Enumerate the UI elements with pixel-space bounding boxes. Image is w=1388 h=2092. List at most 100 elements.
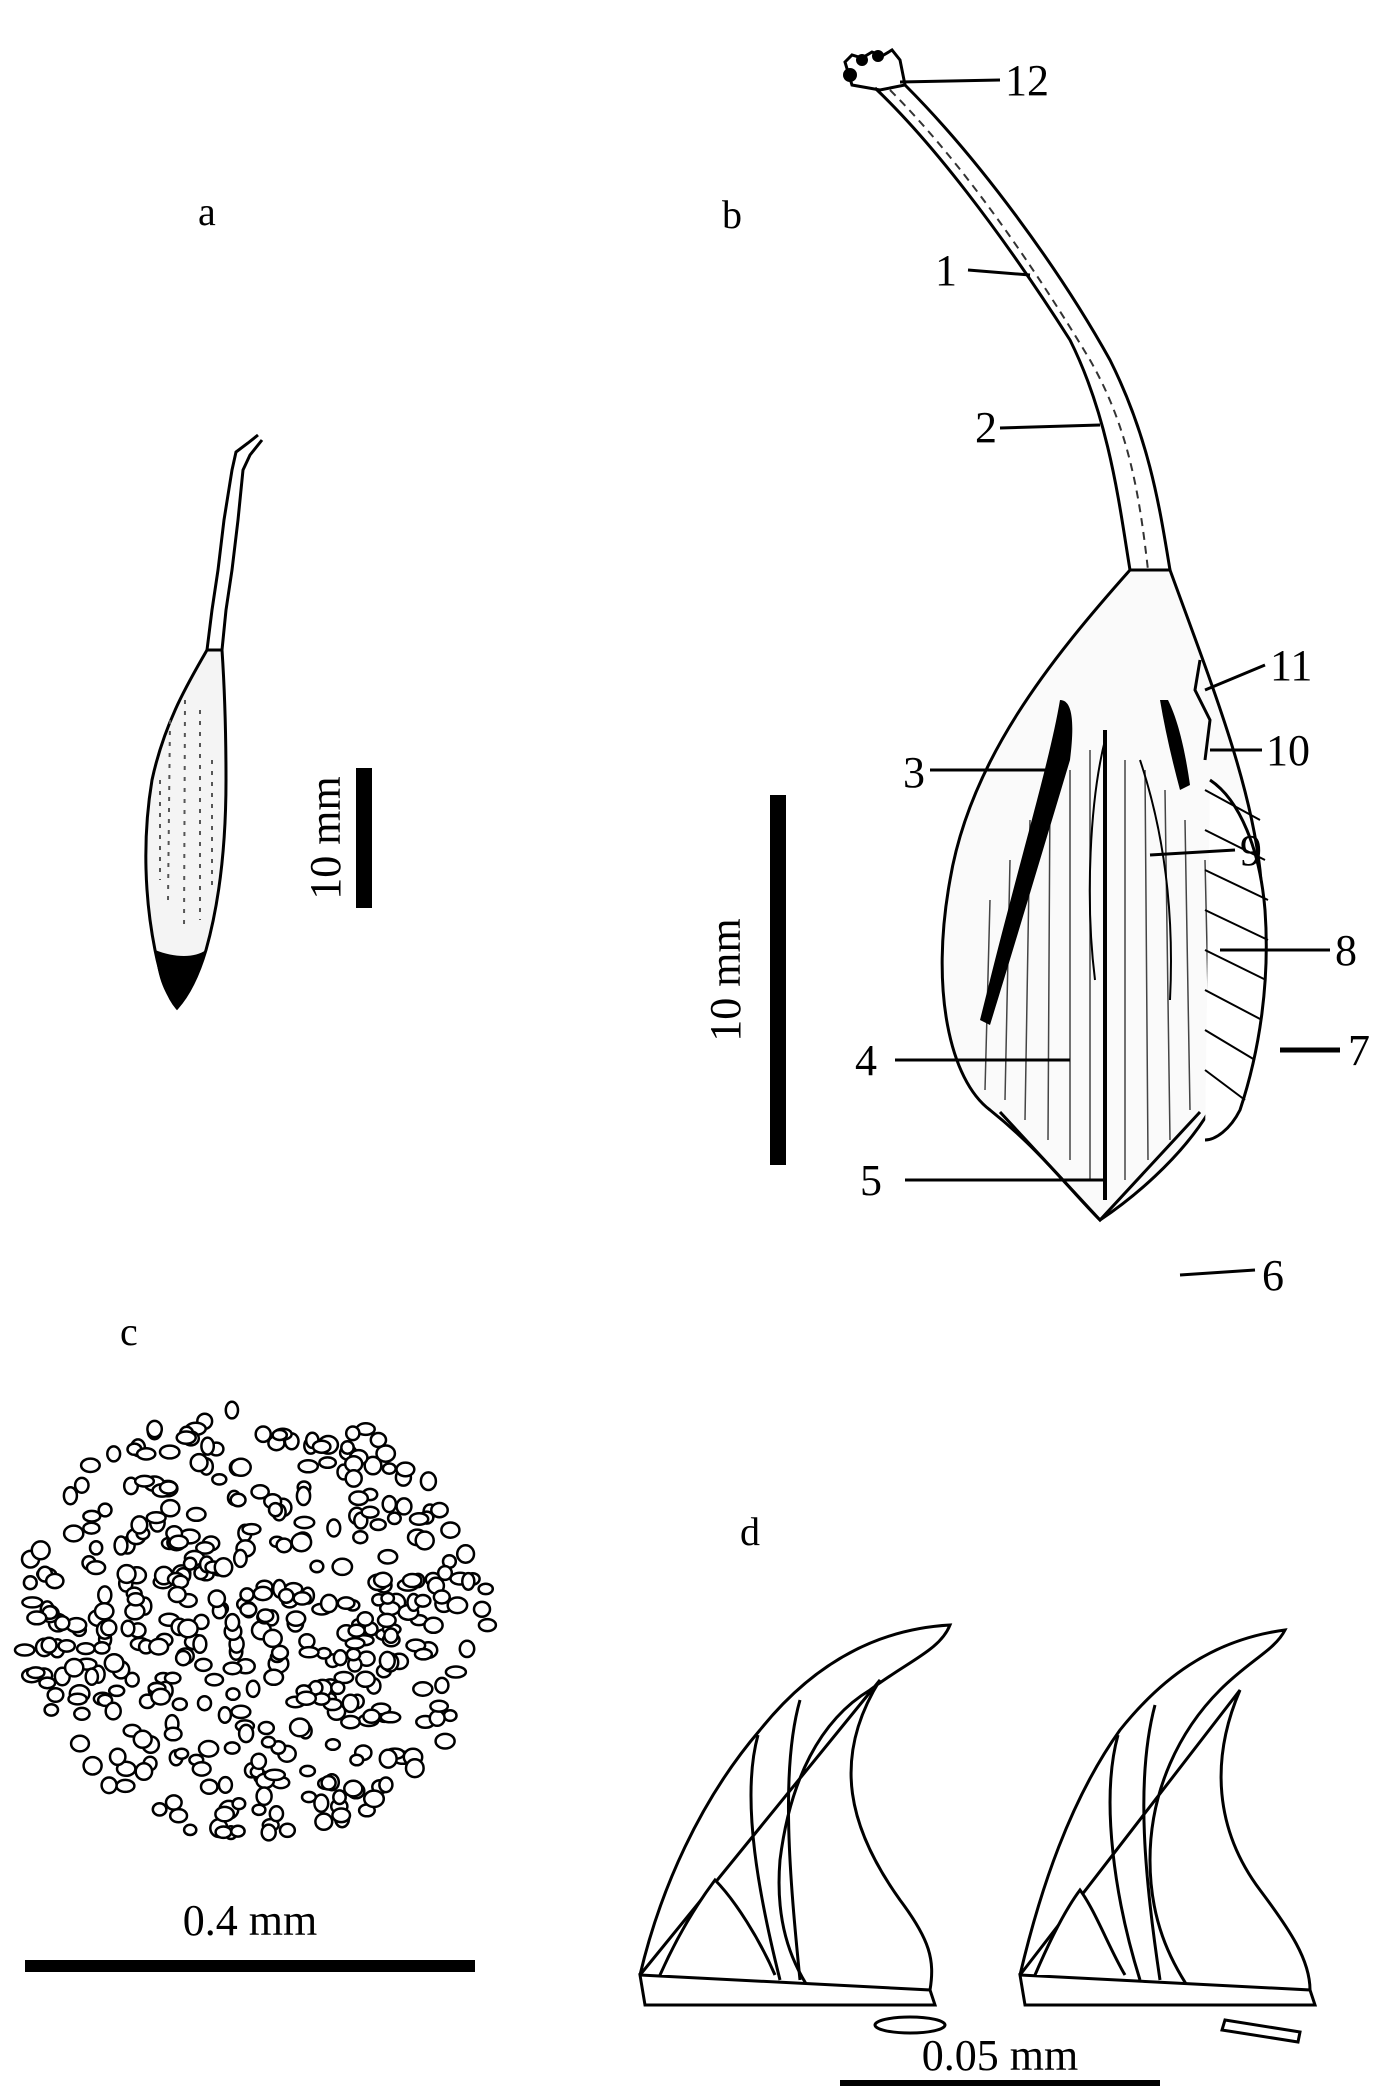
cell — [460, 1641, 474, 1657]
cell — [105, 1654, 124, 1672]
cell — [264, 1670, 283, 1685]
callout-7: 7 — [1348, 1026, 1370, 1075]
cell — [83, 1523, 99, 1534]
cell — [64, 1526, 83, 1542]
cell — [227, 1688, 240, 1699]
cell — [99, 1504, 112, 1517]
cell — [446, 1667, 466, 1678]
cell — [175, 1749, 188, 1759]
cell — [327, 1520, 340, 1537]
cell — [474, 1602, 490, 1617]
cell — [149, 1639, 168, 1655]
panel-a: a 10 mm — [146, 189, 372, 1008]
cell — [415, 1649, 432, 1659]
cell — [15, 1645, 34, 1656]
cell — [346, 1470, 362, 1486]
panel-a-specimen — [146, 435, 262, 1008]
cell — [231, 1494, 246, 1506]
cell — [262, 1737, 275, 1747]
cell — [231, 1826, 244, 1837]
cell — [431, 1503, 447, 1517]
cell — [382, 1593, 394, 1604]
cell — [77, 1643, 94, 1654]
cell — [27, 1612, 46, 1625]
cell — [300, 1766, 315, 1776]
cell — [479, 1584, 493, 1594]
panel-a-scale-label: 10 mm — [301, 776, 350, 899]
panel-d-label: d — [740, 1509, 760, 1554]
panel-b-specimen — [843, 50, 1268, 1220]
cell — [116, 1780, 134, 1792]
cell — [219, 1777, 232, 1793]
cell — [356, 1672, 374, 1687]
cell — [424, 1618, 442, 1633]
callout-2: 2 — [975, 403, 997, 452]
cell — [194, 1635, 207, 1652]
cell — [436, 1734, 455, 1749]
cell — [216, 1827, 232, 1838]
cell — [135, 1476, 154, 1487]
cell — [90, 1541, 102, 1554]
cell — [273, 1430, 287, 1440]
cell — [147, 1512, 166, 1523]
cell — [184, 1825, 196, 1835]
cell — [435, 1678, 448, 1693]
cell — [247, 1681, 259, 1697]
cell — [338, 1597, 355, 1608]
cell — [128, 1593, 144, 1605]
cell — [122, 1621, 135, 1636]
panel-a-scale-bar — [356, 768, 372, 908]
cell — [346, 1638, 365, 1648]
cell — [59, 1640, 75, 1651]
cell — [302, 1792, 316, 1802]
cell — [45, 1704, 58, 1715]
cell — [170, 1536, 188, 1549]
cell — [22, 1597, 42, 1607]
cell — [87, 1561, 105, 1574]
cell — [231, 1459, 251, 1476]
callout-8: 8 — [1335, 926, 1357, 975]
cell — [241, 1588, 254, 1601]
panel-c-label: c — [120, 1309, 138, 1354]
cell — [81, 1459, 100, 1472]
cell — [48, 1688, 64, 1702]
cell — [173, 1699, 187, 1710]
cell — [27, 1667, 44, 1678]
cell — [153, 1803, 167, 1815]
cell — [321, 1595, 337, 1612]
callout-4: 4 — [855, 1036, 877, 1085]
cell — [166, 1795, 182, 1809]
cell — [332, 1809, 350, 1823]
cell — [177, 1432, 196, 1444]
cell — [160, 1446, 179, 1459]
cell — [199, 1741, 218, 1757]
cell — [206, 1674, 223, 1685]
cell — [64, 1487, 77, 1504]
cell — [353, 1531, 367, 1543]
cell — [201, 1438, 213, 1455]
cell — [151, 1689, 170, 1705]
cell — [349, 1625, 365, 1637]
cell — [383, 1464, 396, 1474]
cell — [46, 1574, 63, 1588]
cell — [110, 1749, 125, 1765]
cell — [176, 1651, 190, 1665]
panel-b-label: b — [722, 192, 742, 237]
cell — [243, 1524, 261, 1534]
cell — [334, 1650, 347, 1665]
cell — [297, 1692, 316, 1705]
cell — [397, 1463, 415, 1477]
panel-b: b — [701, 50, 1370, 1300]
cell — [98, 1586, 111, 1603]
panel-d-scale-bar — [840, 2080, 1160, 2086]
cell — [257, 1788, 272, 1805]
cell — [341, 1441, 353, 1453]
cell — [86, 1669, 98, 1685]
cell — [147, 1421, 161, 1437]
panel-c-scale-bar — [25, 1960, 475, 1972]
cell — [42, 1638, 57, 1653]
panel-d: d 0.05 mm — [640, 1509, 1315, 2086]
cell — [95, 1603, 113, 1619]
cell — [380, 1750, 397, 1768]
cell — [313, 1441, 330, 1453]
